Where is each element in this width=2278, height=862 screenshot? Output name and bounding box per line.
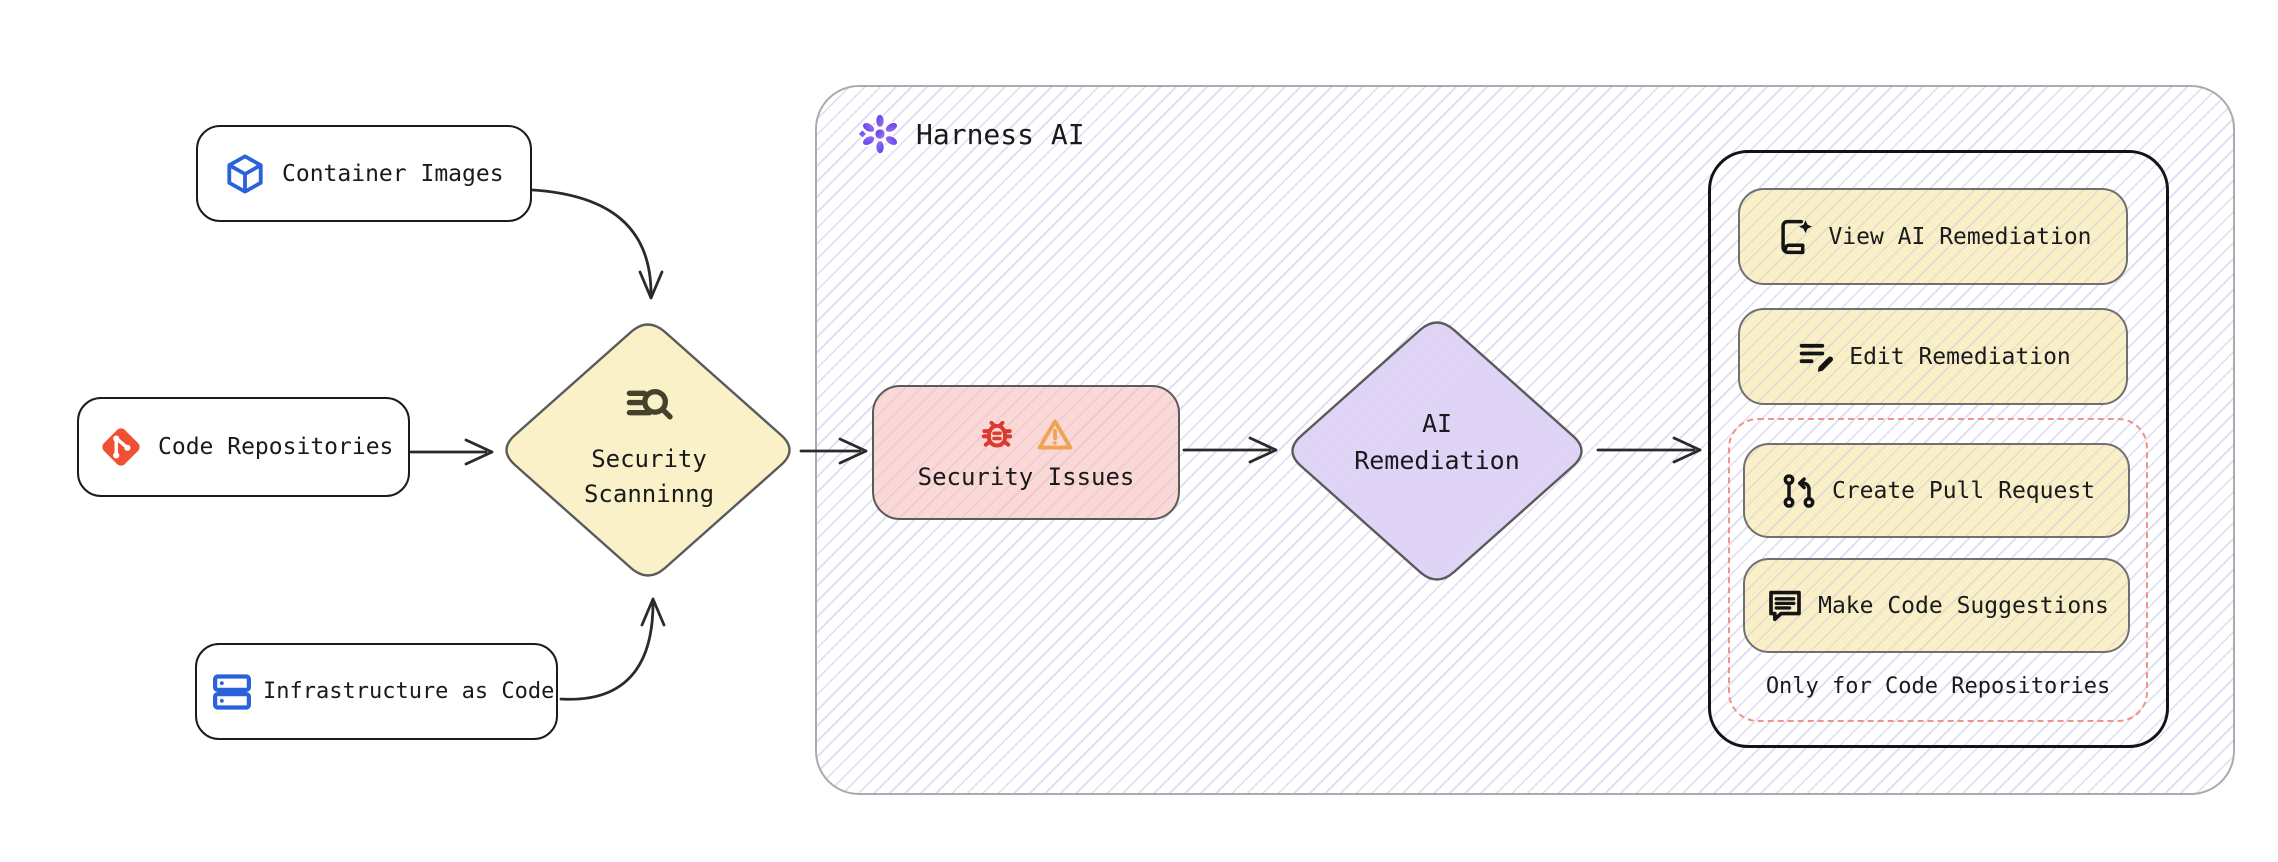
create-pull-request-label: Create Pull Request [1831,477,2096,504]
pull-request-icon [1783,473,1815,508]
edit-remediation-label: Edit Remediation [1849,343,2071,370]
book-sparkle-icon [1781,219,1813,254]
node-code-repositories[interactable]: Code Repositories [77,397,410,497]
arrow-code-repositories-to-scanner [409,438,494,466]
harness-ai-header: Harness AI [856,110,1085,158]
ai-remediation-label: AI Remediation [1354,409,1520,475]
repo-only-note: Only for Code Repositories [1765,674,2111,699]
security-issues-label: Security Issues [917,463,1135,491]
make-code-suggestions-button[interactable]: Make Code Suggestions [1743,558,2130,653]
view-ai-remediation-label: View AI Remediation [1828,223,2092,250]
view-ai-remediation-button[interactable]: View AI Remediation [1738,188,2128,285]
arrow-infrastructure-to-scanner [559,597,666,701]
repo-only-group [1728,418,2148,722]
bug-icon [981,420,1013,448]
warning-icon [1037,419,1073,450]
node-security-issues[interactable]: Security Issues [872,385,1180,520]
create-pull-request-button[interactable]: Create Pull Request [1743,443,2130,538]
harness-logo-icon [856,113,899,155]
scan-search-icon [626,388,673,420]
git-icon [102,428,140,466]
comment-lines-icon [1769,590,1801,621]
security-issues-icons [976,414,1076,456]
node-infrastructure-as-code[interactable]: Infrastructure as Code [195,643,558,740]
cube-icon [227,153,263,194]
infrastructure-as-code-label: Infrastructure as Code [263,679,555,704]
server-icon [213,673,251,710]
edit-list-icon [1799,343,1834,372]
code-repositories-label: Code Repositories [158,434,394,460]
remediation-actions-container[interactable] [1708,150,2169,748]
make-code-suggestions-label: Make Code Suggestions [1818,592,2109,619]
security-scanning-label: Security Scanninng [583,445,715,508]
harness-ai-title: Harness AI [916,117,1085,151]
arrow-container-images-to-scanner [531,188,664,300]
edit-remediation-button[interactable]: Edit Remediation [1738,308,2128,405]
node-container-images[interactable]: Container Images [196,125,532,222]
container-images-label: Container Images [282,160,504,187]
